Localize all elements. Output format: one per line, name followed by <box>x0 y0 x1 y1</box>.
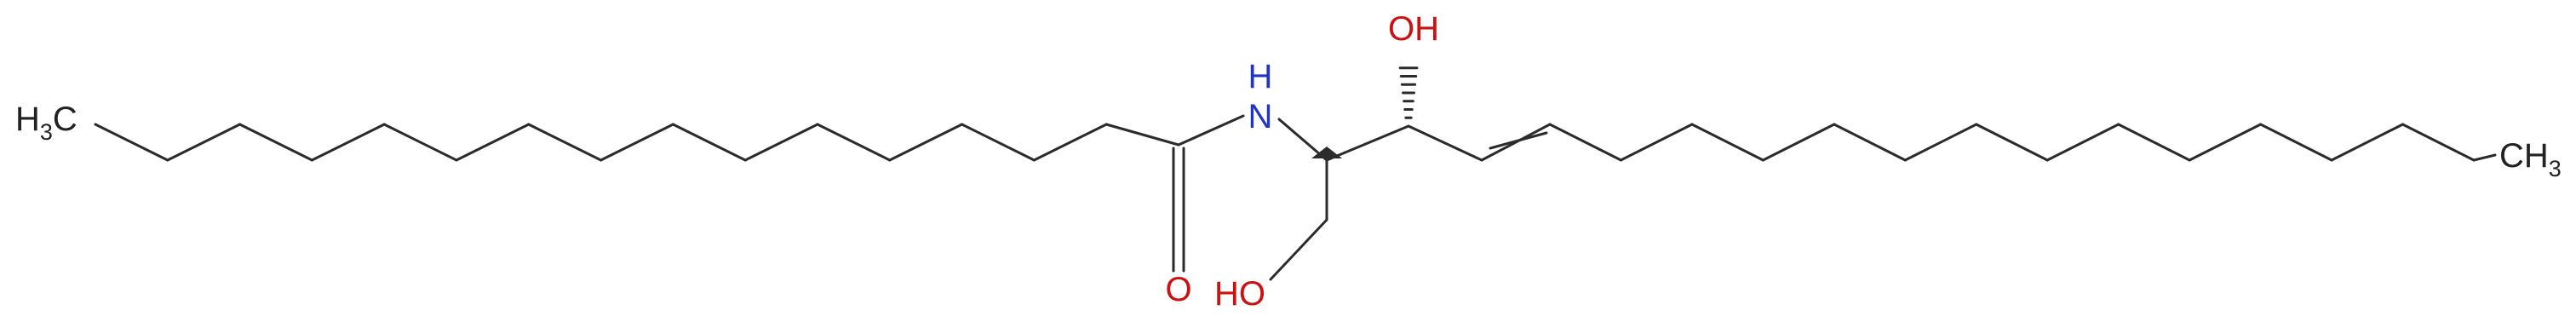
acyl-bond-2 <box>238 123 313 162</box>
acyl-bond-6 <box>527 123 603 162</box>
atom-label-bottom-hydroxyl: HO <box>1214 275 1265 313</box>
acyl-bond-9 <box>743 123 819 162</box>
atom-label-left-methyl: H3C <box>15 101 77 145</box>
bond-lines <box>94 66 2497 281</box>
acyl-bond-0 <box>94 123 169 162</box>
atom-label-nitrogen: N <box>1248 98 1273 135</box>
sphingoid-bond-1 <box>1619 123 1694 162</box>
atom-label-nitrogen-h: H <box>1248 58 1273 95</box>
left-methyl-c: C <box>53 101 77 138</box>
sphingoid-bond-11 <box>2330 123 2405 162</box>
atom-label-top-hydroxyl: OH <box>1388 10 1439 48</box>
sphingoid-bond-4 <box>1833 123 1907 162</box>
terminal-methyl-bond <box>2472 153 2497 162</box>
alkene-bond-b <box>1489 131 1548 150</box>
sphingoid-bond-7 <box>2045 123 2120 162</box>
acyl-bond-1 <box>166 123 242 162</box>
stereo-wedge-c2 <box>1311 147 1342 158</box>
sphingoid-bond-0 <box>1548 123 1622 162</box>
right-methyl-sub: 3 <box>2549 156 2562 181</box>
c1-o-bond <box>1269 218 1328 281</box>
right-methyl-ch: CH <box>2499 137 2549 175</box>
sphingoid-bond-2 <box>1690 123 1764 162</box>
acyl-bond-11 <box>888 123 964 162</box>
acyl-bond-13 <box>1032 123 1108 162</box>
sphingoid-bond-5 <box>1903 123 1978 162</box>
acyl-bond-7 <box>600 123 674 162</box>
sphingoid-bond-6 <box>1975 123 2049 162</box>
sphingoid-bond-9 <box>2188 123 2263 162</box>
sphingoid-bond-8 <box>2117 123 2191 162</box>
acyl-bond-12 <box>961 123 1036 162</box>
acyl-bond-8 <box>671 123 747 162</box>
atom-label-carbonyl-oxygen: O <box>1165 271 1191 308</box>
c3-c4-bond <box>1407 124 1483 162</box>
sphingoid-bond-12 <box>2401 123 2476 162</box>
acyl-bond-5 <box>455 123 531 162</box>
left-methyl-h: H <box>15 101 40 138</box>
sphingoid-bond-10 <box>2259 123 2333 162</box>
acyl-bond-4 <box>382 123 458 162</box>
sphingoid-bond-3 <box>1761 123 1836 162</box>
amide-c-n-bond <box>1177 114 1245 147</box>
left-methyl-sub: 3 <box>40 119 53 145</box>
acyl-bond-14 <box>1104 123 1180 147</box>
acyl-bond-10 <box>816 123 892 162</box>
c2-c3-bond <box>1325 124 1410 162</box>
atom-label-right-methyl: CH3 <box>2499 137 2562 181</box>
acyl-bond-3 <box>310 123 386 162</box>
